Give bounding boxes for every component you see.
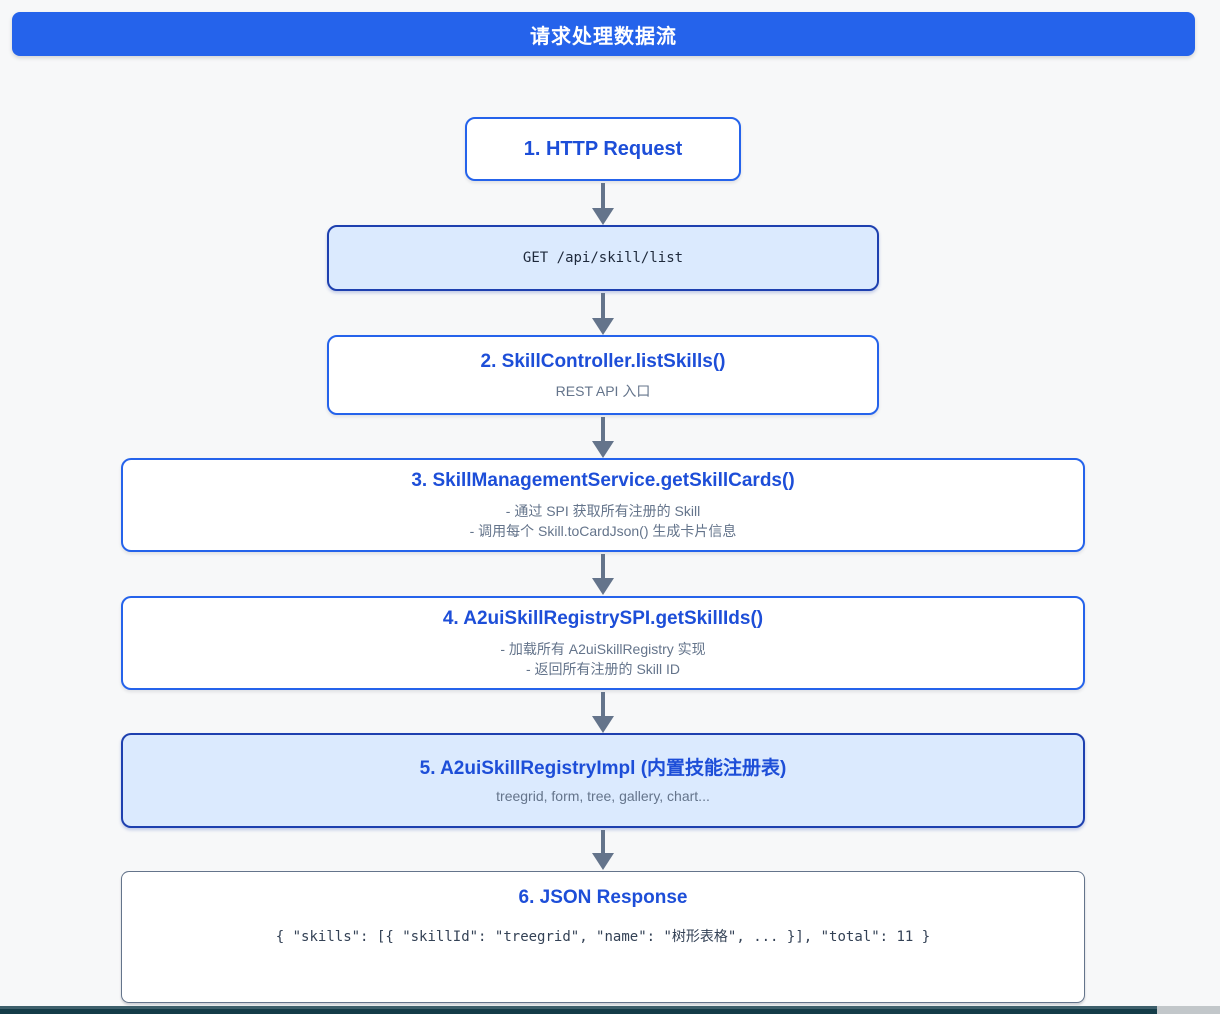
arrow-down-icon: [592, 554, 614, 595]
flow-node-skill-registry-spi: 4. A2uiSkillRegistrySPI.getSkillIds() - …: [121, 596, 1085, 690]
node-details: - 加载所有 A2uiSkillRegistry 实现 - 返回所有注册的 Sk…: [500, 639, 705, 679]
arrow-down-icon: [592, 417, 614, 458]
flow-node-skill-management-service: 3. SkillManagementService.getSkillCards(…: [121, 458, 1085, 552]
flow-node-skill-registry-impl: 5. A2uiSkillRegistryImpl (内置技能注册表) treeg…: [121, 733, 1085, 828]
flow-node-skill-controller: 2. SkillController.listSkills() REST API…: [327, 335, 879, 415]
node-details: - 通过 SPI 获取所有注册的 Skill - 调用每个 Skill.toCa…: [470, 501, 737, 541]
arrow-down-icon: [592, 293, 614, 335]
flow-node-json-response: 6. JSON Response { "skills": [{ "skillId…: [121, 871, 1085, 1003]
bottom-scrollbar-corner: [1157, 1006, 1220, 1014]
arrow-down-icon: [592, 830, 614, 870]
node-title: 5. A2uiSkillRegistryImpl (内置技能注册表): [419, 758, 787, 779]
node-detail-line: - 调用每个 Skill.toCardJson() 生成卡片信息: [469, 523, 737, 539]
node-subtitle: treegrid, form, tree, gallery, chart...: [496, 788, 710, 804]
node-json-code: { "skills": [{ "skillId": "treegrid", "n…: [275, 929, 931, 945]
bottom-section-edge: [0, 1006, 1157, 1014]
node-title: 1. HTTP Request: [523, 138, 683, 160]
node-title: 6. JSON Response: [518, 887, 688, 908]
node-detail-line: - 返回所有注册的 Skill ID: [526, 661, 680, 677]
node-subtitle: REST API 入口: [555, 382, 651, 399]
flow-node-get-api: GET /api/skill/list: [327, 225, 879, 291]
node-title: 4. A2uiSkillRegistrySPI.getSkillIds(): [442, 608, 764, 629]
node-title: 3. SkillManagementService.getSkillCards(…: [411, 470, 795, 491]
arrow-down-icon: [592, 692, 614, 733]
diagram-title: 请求处理数据流: [530, 25, 677, 48]
arrow-down-icon: [592, 183, 614, 225]
flow-node-http-request: 1. HTTP Request: [465, 117, 741, 181]
node-detail-line: - 通过 SPI 获取所有注册的 Skill: [505, 503, 701, 519]
node-detail-line: - 加载所有 A2uiSkillRegistry 实现: [500, 641, 706, 657]
node-title: 2. SkillController.listSkills(): [480, 350, 726, 372]
node-code: GET /api/skill/list: [522, 250, 684, 266]
diagram-title-banner: 请求处理数据流: [12, 12, 1195, 56]
